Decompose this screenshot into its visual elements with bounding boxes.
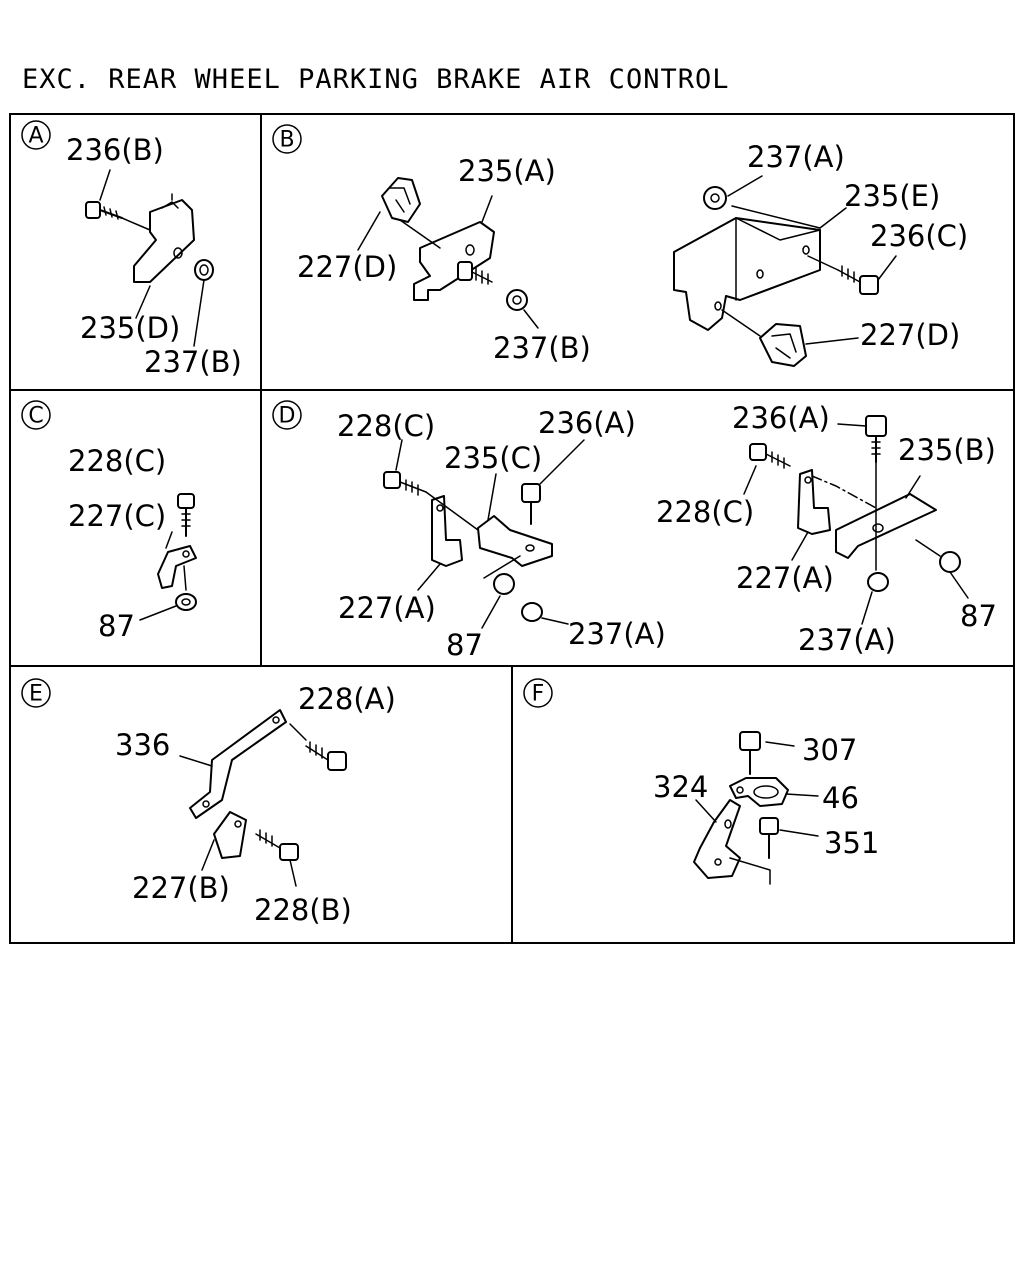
callout-236c: 236(C) [870,219,968,253]
callout-46: 46 [822,781,859,815]
callout-336: 336 [115,728,170,762]
bolt-part [457,261,493,285]
callout-87-left: 87 [446,628,483,662]
callout-235a: 235(A) [458,154,556,188]
bracket-part [693,799,741,879]
panel-c: C 228(C) 227(C) 87 [21,400,197,643]
section-marker-e [21,678,51,708]
callout-227a-right: 227(A) [736,561,834,595]
bracket-part [477,515,553,567]
nut-part [194,259,214,281]
callout-227b: 227(B) [132,871,230,905]
callout-228b: 228(B) [254,893,352,927]
callout-228c-left: 228(C) [337,409,435,443]
callout-228c-right: 228(C) [656,495,754,529]
bracket-part [189,709,287,819]
bolt-part [837,265,879,295]
panel-e: E 228(A) 336 227(B) 228(B) [21,678,396,927]
clip-part [381,177,421,223]
bolt-part [85,201,123,220]
nut-part [506,289,528,311]
clip-part [759,323,807,367]
bolt-part [383,471,427,496]
bolt-part [521,483,541,525]
clamp-part [157,545,197,591]
bolt-part [865,415,887,463]
nut-part [175,593,197,611]
bracket-part [835,493,937,559]
clamp-part [213,811,247,859]
callout-237a-right: 237(A) [798,623,896,657]
bracket-part [413,221,495,301]
section-letter-d: D [279,404,296,429]
section-marker-d [272,400,302,430]
clamp-part [431,495,463,567]
nut-part [867,551,961,592]
callout-228c: 228(C) [68,444,166,478]
panel-d: D 228(C) 236(A) 235(C [272,400,997,662]
callout-227d-left: 227(D) [297,250,397,284]
callout-237b: 237(B) [493,331,591,365]
callout-237a: 237(A) [747,140,845,174]
section-letter-c: C [28,404,43,429]
callout-228a: 228(A) [298,682,396,716]
callout-235c: 235(C) [444,441,542,475]
clamp-part [797,469,831,535]
callout-324: 324 [653,770,708,804]
section-letter-f: F [532,682,545,707]
nut-part [703,186,727,210]
callout-87: 87 [98,609,135,643]
panel-b: B 235(A) 227(D) 237(B) [272,124,968,367]
panel-a: A 236(B) 235(D) 237(B) [21,120,242,379]
callout-227c: 227(C) [68,499,166,533]
callout-87-right: 87 [960,599,997,633]
bolt-part [759,817,779,859]
section-marker-a [21,120,51,150]
bolt-part [177,493,195,537]
callout-307: 307 [802,733,857,767]
callout-236b: 236(B) [66,133,164,167]
panel-frames [9,113,1015,944]
bolt-part [305,741,347,771]
panel-f: F 307 324 46 351 [523,678,879,885]
callout-237a-left: 237(A) [568,617,666,651]
diagram-title: EXC. REAR WHEEL PARKING BRAKE AIR CONTRO… [22,64,730,95]
callout-235d: 235(D) [80,311,180,345]
clamp-part [729,777,789,807]
callout-227a-left: 227(A) [338,591,436,625]
callout-235b: 235(B) [898,433,996,467]
section-letter-e: E [29,682,43,707]
callout-351: 351 [824,826,879,860]
bolt-part [739,731,761,775]
nut-part [493,573,543,622]
section-letter-b: B [279,128,294,153]
callout-237b: 237(B) [144,345,242,379]
callout-236a-left: 236(A) [538,406,636,440]
callout-235e: 235(E) [844,179,940,213]
section-marker-c [21,400,51,430]
bracket-part [133,193,195,283]
bracket-part [673,217,821,331]
bolt-part [749,443,791,469]
callout-236a-right: 236(A) [732,401,830,435]
section-marker-f [523,678,553,708]
callout-227d-right: 227(D) [860,318,960,352]
section-letter-a: A [28,124,43,149]
section-marker-b [272,124,302,154]
bolt-part [255,829,299,861]
